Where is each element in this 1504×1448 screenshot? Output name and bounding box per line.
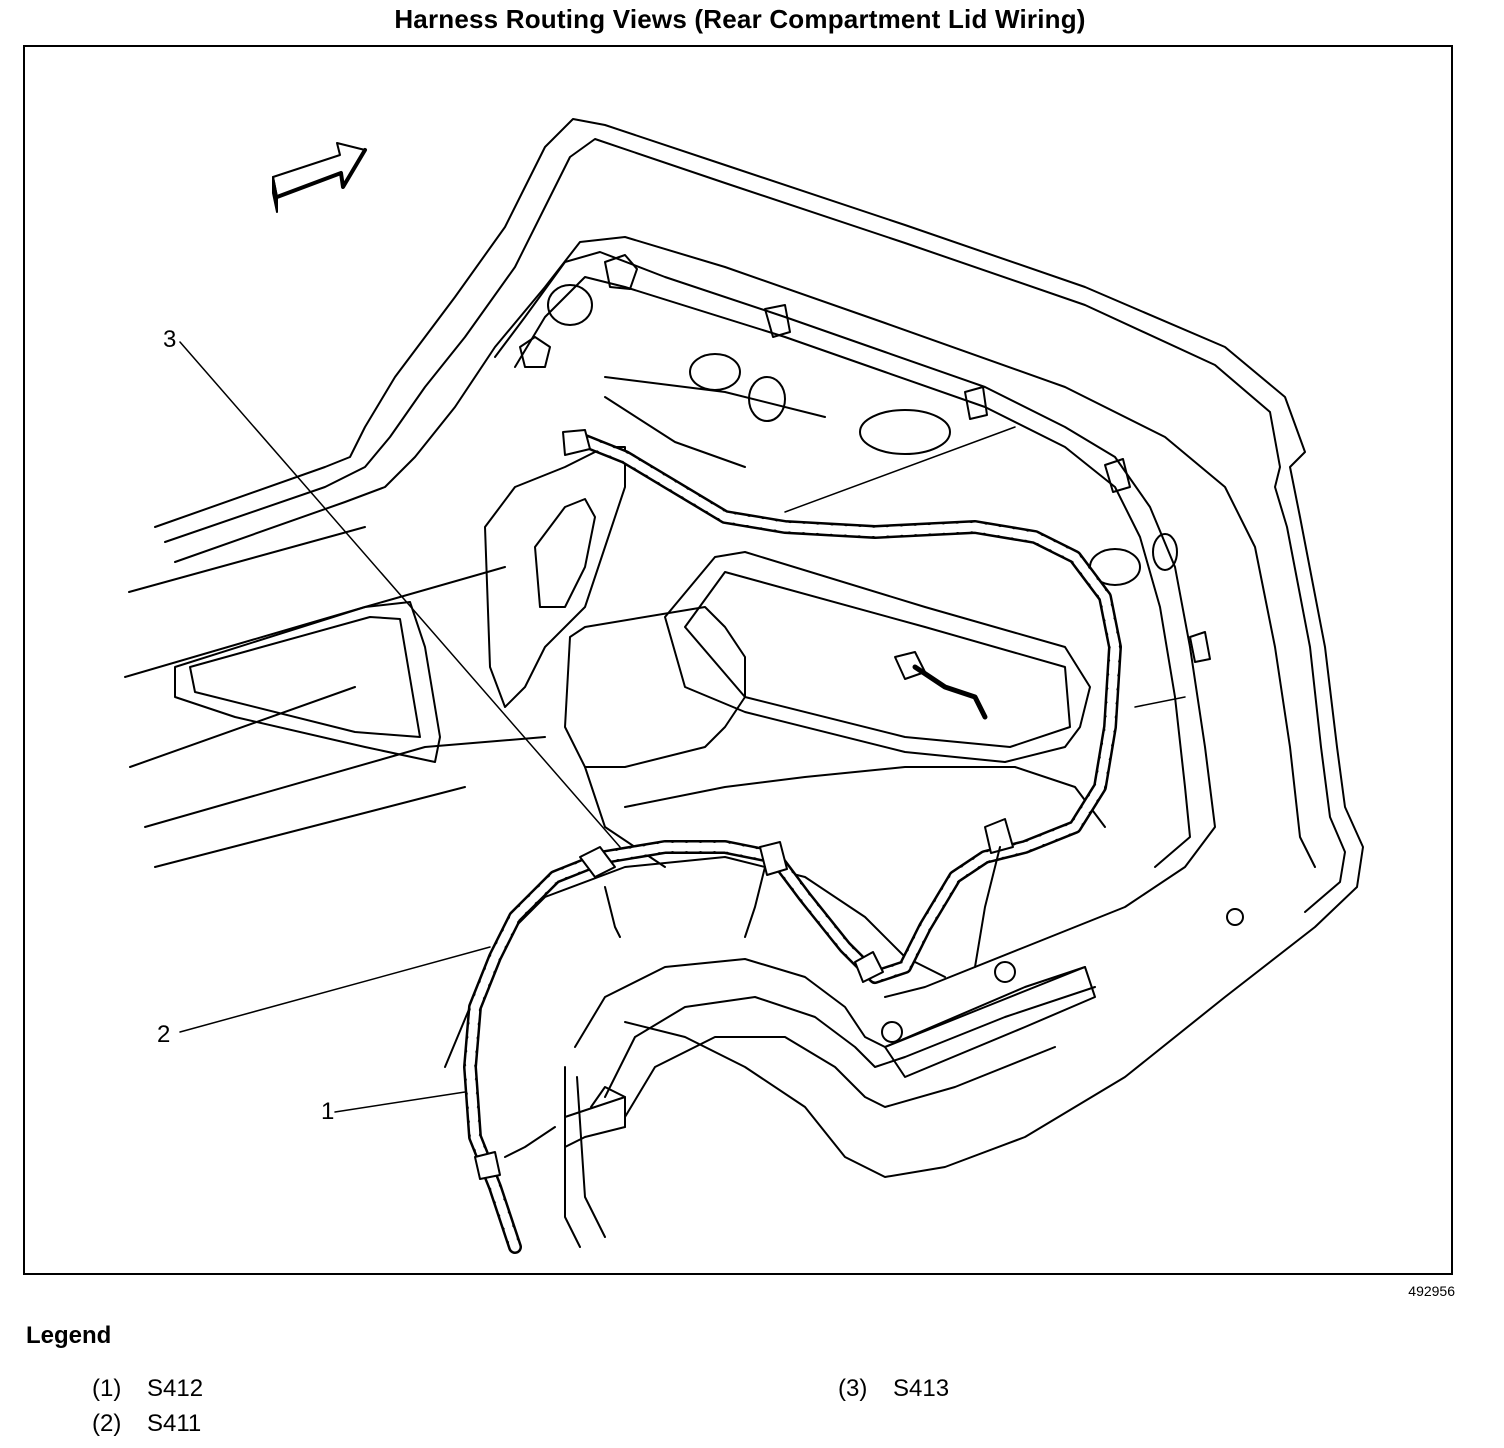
leader-1 <box>334 1091 466 1113</box>
legend-item: (3) S413 <box>838 1375 949 1403</box>
legend-item: (1) S412 <box>92 1375 203 1403</box>
callout-3: 3 <box>163 326 176 353</box>
figure-frame: 3 2 1 <box>23 45 1453 1275</box>
legend-item: (2) S411 <box>92 1410 201 1438</box>
legend-label: S411 <box>147 1410 202 1437</box>
lower-channel <box>444 856 1244 1248</box>
rear-compartment-lid-illustration: 3 2 1 <box>124 118 1364 1254</box>
callout-2: 2 <box>157 1021 170 1048</box>
leader-2 <box>179 946 491 1033</box>
harness-clips <box>474 818 1014 1180</box>
legend-label: S413 <box>893 1375 950 1402</box>
leader-3 <box>179 341 621 848</box>
legend-ref: (1) <box>92 1375 122 1402</box>
inner-panel <box>494 251 1216 998</box>
legend-ref: (3) <box>838 1375 868 1402</box>
legend-heading: Legend <box>26 1322 112 1349</box>
callout-leaders <box>179 341 1186 1113</box>
diagram-title: Harness Routing Views (Rear Compartment … <box>394 4 1086 34</box>
figure-id: 492956 <box>1408 1283 1455 1299</box>
direction-arrow-icon <box>272 142 367 213</box>
interior-cutouts <box>174 446 1106 868</box>
lid-outer-outline <box>124 118 1364 1178</box>
legend-ref: (2) <box>92 1410 122 1437</box>
legend-label: S412 <box>147 1375 204 1402</box>
wire-harness <box>463 429 1122 1254</box>
callout-1: 1 <box>321 1098 334 1125</box>
